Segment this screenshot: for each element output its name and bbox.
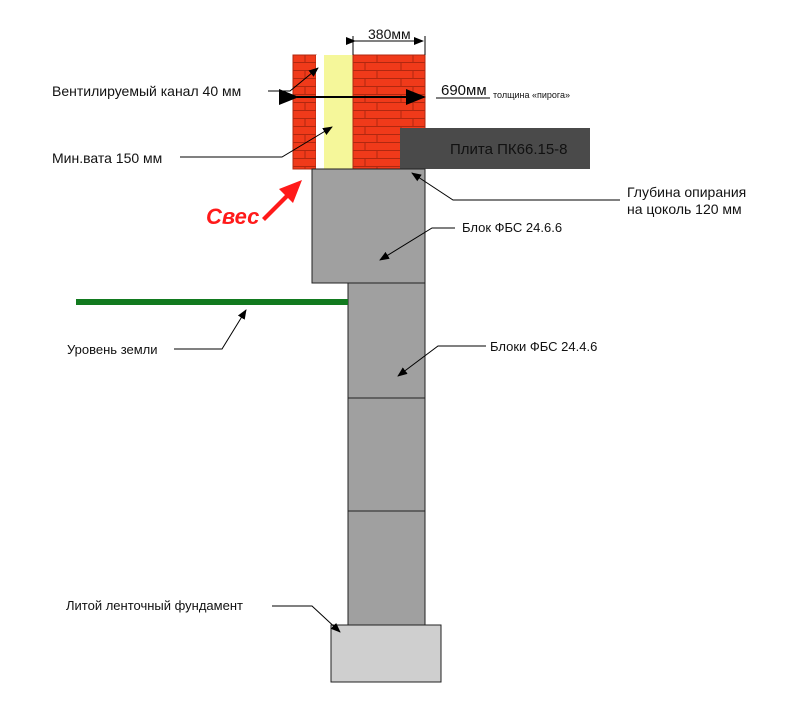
slab-label: Плита ПК66.15-8 xyxy=(450,141,568,158)
dim-690-label: 690мм xyxy=(441,82,487,99)
block-fbs-24-4-6-3 xyxy=(347,510,426,626)
bearing-depth-label-2: на цоколь 120 мм xyxy=(627,201,742,217)
foundation-label: Литой ленточный фундамент xyxy=(66,598,243,613)
ground-line xyxy=(76,299,348,305)
block-fbs-24-4-6-1 xyxy=(347,282,426,399)
mineral-wool-label: Мин.вата 150 мм xyxy=(52,150,163,166)
overhang-arrow xyxy=(262,180,302,221)
block-fbs-24-4-6-2 xyxy=(347,397,426,512)
strip-footing xyxy=(330,624,442,683)
blocks-label: Блоки ФБС 24.4.6 xyxy=(490,339,598,354)
vent-channel-label: Вентилируемый канал 40 мм xyxy=(52,83,242,99)
bearing-depth-label-1: Глубина опирания xyxy=(627,184,747,200)
ground-level-label: Уровень земли xyxy=(67,342,158,357)
vent-gap xyxy=(316,55,324,169)
dim-380-label: 380мм xyxy=(368,26,411,42)
pie-thickness-label: толщина «пирога» xyxy=(493,90,571,100)
block-fbs-24-6-6 xyxy=(311,168,426,284)
floor-slab xyxy=(400,128,590,169)
block-top-label: Блок ФБС 24.6.6 xyxy=(462,220,563,235)
mineral-wool xyxy=(324,55,353,169)
overhang-label: Свес xyxy=(206,204,260,229)
